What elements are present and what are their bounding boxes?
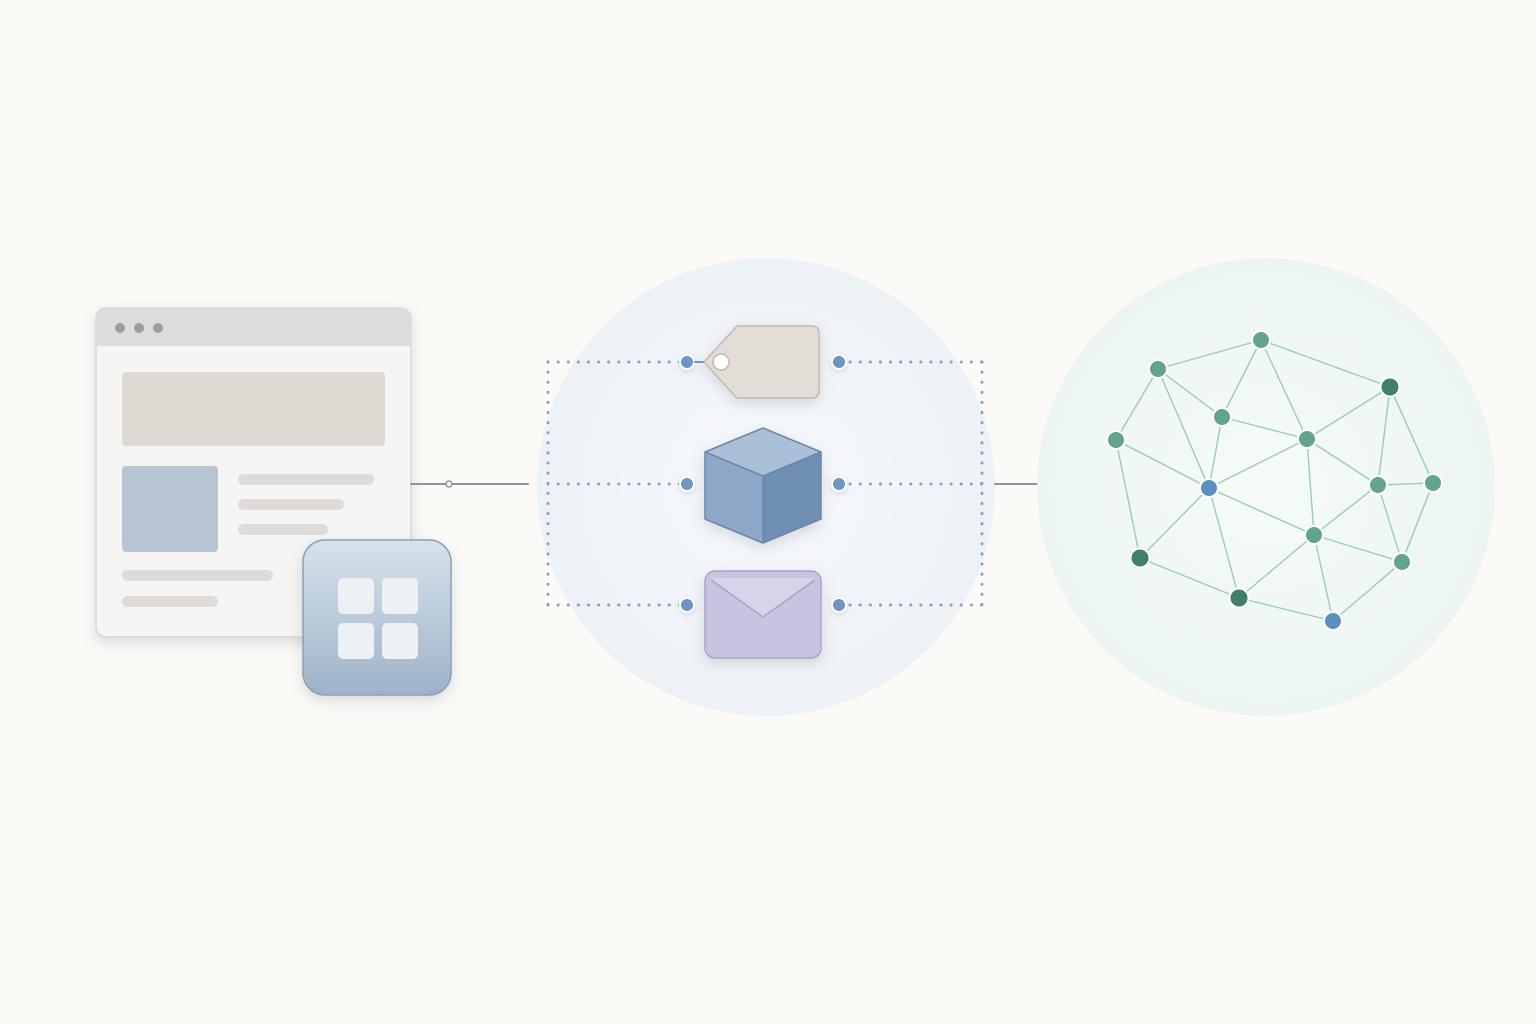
service-ports — [679, 354, 847, 613]
app-grid-square — [382, 578, 418, 614]
network-edge — [1221, 339, 1262, 418]
network-edge — [1260, 339, 1391, 388]
network-edge — [1238, 534, 1315, 599]
network-node — [1323, 611, 1343, 631]
text-line-placeholder — [238, 474, 374, 485]
network-edge — [1313, 534, 1403, 563]
network-node — [1129, 547, 1151, 569]
network-edge — [1139, 487, 1210, 559]
browser-window-icon — [95, 307, 412, 638]
network-node-layer — [1106, 330, 1443, 631]
network-edge — [1260, 339, 1308, 440]
network-node — [1212, 407, 1232, 427]
network-edge — [1306, 386, 1391, 440]
network-node — [1251, 330, 1271, 350]
network-node — [1304, 525, 1324, 545]
network-edge — [1389, 386, 1434, 484]
browser-dot-icon — [134, 323, 144, 333]
network-edge — [1377, 386, 1391, 486]
cube-icon — [704, 427, 822, 544]
network-edge — [1313, 484, 1379, 536]
port-node — [679, 354, 695, 370]
network-edge — [1157, 368, 1210, 489]
network-edge — [1313, 534, 1334, 622]
network-node — [1199, 478, 1219, 498]
image-placeholder — [122, 466, 218, 552]
left-connector — [410, 480, 529, 488]
network-edge — [1208, 487, 1315, 536]
network-node — [1148, 359, 1168, 379]
network-edge — [1115, 439, 1210, 489]
text-line-placeholder — [238, 524, 328, 535]
network-node — [1106, 430, 1126, 450]
app-icon-tile — [302, 539, 452, 696]
network-node — [1423, 473, 1443, 493]
network-edge — [1115, 439, 1141, 559]
envelope-icon — [704, 570, 822, 659]
app-grid-square — [338, 578, 374, 614]
hero-placeholder — [122, 372, 385, 446]
network-edge — [1157, 368, 1223, 418]
text-line-placeholder — [122, 596, 218, 607]
network-edge — [1139, 557, 1240, 599]
app-grid-icon — [302, 539, 452, 696]
network-edge — [1208, 416, 1223, 489]
connector-node — [445, 480, 453, 488]
app-grid-square — [338, 623, 374, 659]
network-edge — [1401, 482, 1434, 563]
port-node — [679, 597, 695, 613]
network-edge — [1306, 438, 1379, 486]
text-line-placeholder — [238, 499, 344, 510]
network-node — [1392, 552, 1412, 572]
browser-window-titlebar — [96, 308, 411, 346]
network-edge — [1157, 339, 1262, 370]
port-node — [831, 476, 847, 492]
network-node — [1368, 475, 1388, 495]
tag-icon — [694, 325, 820, 399]
network-edge — [1377, 484, 1403, 563]
network-node — [1297, 429, 1317, 449]
network-edge — [1208, 487, 1240, 599]
network-edge — [1221, 416, 1308, 440]
browser-dot-icon — [153, 323, 163, 333]
browser-dot-icon — [115, 323, 125, 333]
network-graph-icon — [1115, 339, 1434, 622]
network-edge — [1238, 597, 1334, 622]
port-node — [831, 354, 847, 370]
network-node — [1379, 376, 1401, 398]
port-node — [831, 597, 847, 613]
text-line-placeholder — [122, 570, 273, 581]
app-grid-square — [382, 623, 418, 659]
network-edge — [1115, 368, 1159, 441]
dotted-routing-frame — [546, 360, 984, 607]
network-edge — [1332, 561, 1403, 622]
network-node — [1228, 587, 1250, 609]
network-edge — [1208, 438, 1308, 489]
network-edge — [1306, 438, 1315, 536]
port-node — [679, 476, 695, 492]
